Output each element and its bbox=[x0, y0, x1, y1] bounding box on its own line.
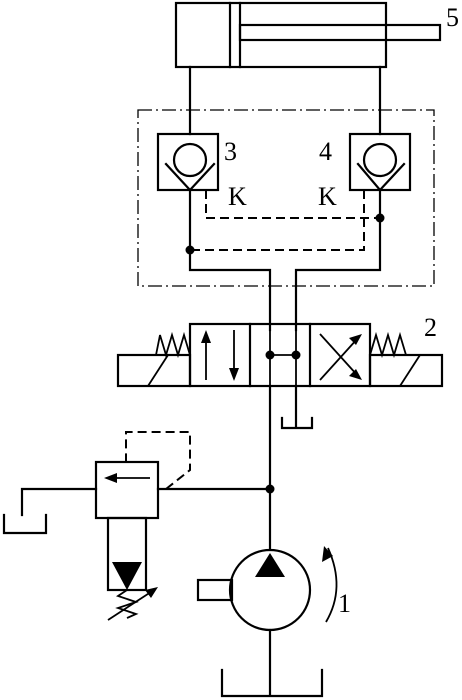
pilot-check-valve-left bbox=[156, 132, 220, 192]
cylinder-rod bbox=[238, 23, 442, 42]
left-position-arrowhead-up bbox=[201, 330, 211, 343]
label-check-valve-right: 4 bbox=[319, 137, 332, 166]
pump-direction-triangle bbox=[255, 553, 285, 577]
relief-adjust-arrowhead bbox=[145, 587, 158, 598]
right-spring bbox=[369, 331, 407, 359]
label-pump: 1 bbox=[338, 589, 351, 618]
left-solenoid-winding bbox=[147, 354, 169, 387]
check-valve-left-box bbox=[156, 132, 220, 192]
cylinder-barrel bbox=[174, 1, 388, 69]
hydraulic-cylinder bbox=[174, 1, 442, 69]
check-valve-left-ball bbox=[172, 142, 208, 178]
relief-pilot-line bbox=[125, 431, 191, 490]
label-cylinder: 5 bbox=[446, 3, 459, 32]
pump-rotation-arc bbox=[325, 547, 338, 623]
pump-drive-shaft bbox=[196, 578, 234, 602]
right-position-arrow-cross-2 bbox=[319, 337, 359, 381]
tank-relief bbox=[2, 513, 48, 535]
relief-adjust-arrow bbox=[107, 589, 155, 621]
relief-spring-seat bbox=[112, 562, 142, 590]
label-directional-valve: 2 bbox=[424, 313, 437, 342]
hydraulic-pump bbox=[196, 546, 338, 632]
relief-valve-arrowhead bbox=[104, 473, 117, 483]
line-left-valve-to-port-a bbox=[188, 188, 272, 332]
tank-valve-return bbox=[280, 416, 314, 430]
right-solenoid-winding bbox=[399, 354, 421, 387]
right-position-arrowhead-2 bbox=[349, 334, 362, 345]
relief-valve-box bbox=[94, 460, 160, 520]
line-right-valve-to-port-b bbox=[294, 188, 382, 332]
check-valve-right-box bbox=[348, 132, 412, 192]
pilot-line-to-right-valve bbox=[205, 190, 380, 219]
relief-spring bbox=[115, 589, 139, 619]
pressure-relief-valve bbox=[2, 431, 272, 621]
pilot-check-valve-right bbox=[348, 132, 412, 192]
right-position-arrowhead-1 bbox=[349, 369, 362, 380]
tank-main bbox=[220, 668, 324, 698]
pilot-line-to-left-valve bbox=[190, 190, 365, 251]
label-control-port-right: K bbox=[318, 182, 337, 211]
middle-position-junction-b bbox=[291, 350, 301, 360]
check-valve-right-ball bbox=[362, 142, 398, 178]
directional-control-valve bbox=[116, 322, 444, 388]
left-spring bbox=[155, 331, 191, 359]
pump-rotation-arrowhead bbox=[322, 546, 333, 562]
line-relief-outlet bbox=[20, 487, 98, 517]
left-position-arrowhead-down bbox=[229, 368, 239, 381]
hydraulic-lock-enclosure bbox=[137, 109, 435, 287]
label-check-valve-left: 3 bbox=[224, 137, 237, 166]
left-solenoid bbox=[116, 353, 192, 388]
middle-position-junction-a bbox=[265, 350, 275, 360]
right-solenoid bbox=[368, 353, 444, 388]
right-position-arrow-cross-1 bbox=[319, 333, 359, 377]
label-control-port-left: K bbox=[228, 182, 247, 211]
